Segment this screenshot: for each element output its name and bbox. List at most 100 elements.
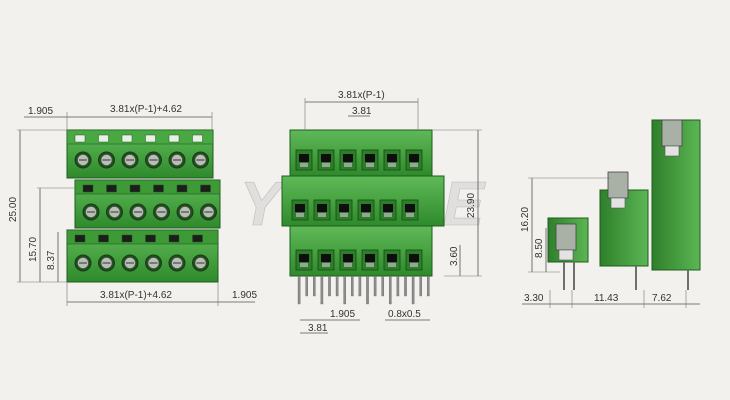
wire-slot [176,184,188,193]
clamp [410,163,418,167]
pin [343,275,346,305]
front-height-mid: 15.70 [28,237,39,262]
pin [373,275,377,297]
front-height-low: 8.37 [46,250,57,270]
wire-entry [409,154,419,162]
front-height-total: 25.00 [8,197,19,222]
clamp [388,163,396,167]
side-height-high: 16.20 [520,207,531,232]
side-dim-left: 3.30 [524,293,544,304]
pin [328,275,331,297]
side-dim-right: 7.62 [652,293,672,304]
clamp [318,213,326,217]
wire-entry [409,254,419,262]
clamp [296,213,304,217]
wire-slot [82,184,94,193]
clamp [340,213,348,217]
mid-top-width: 3.81x(P-1) [338,90,385,101]
pin [351,275,354,297]
pin [335,275,339,297]
pin [396,275,400,297]
wire-entry [321,154,331,162]
wire-entry [383,204,393,212]
wire-slot [200,184,211,193]
clamp [362,213,370,217]
pin [358,275,362,297]
side-height-low: 8.50 [534,238,545,258]
wire-slot [168,134,180,143]
wire-slot [106,184,117,193]
clamp [344,263,352,267]
wire-slot [145,234,156,243]
side-view: 16.20 8.50 3.30 11.43 7.62 [520,119,701,308]
clamp [322,263,330,267]
clamp [384,213,392,217]
clamp [410,263,418,267]
pin [389,275,392,305]
screw-head-icon [661,119,683,147]
wire-slot [98,134,109,143]
clamp [300,163,308,167]
wire-slot [129,184,141,193]
wire-slot [98,234,109,243]
mid-pin-size: 0.8x0.5 [388,309,421,320]
wire-entry [387,154,397,162]
front-view: 1.905 3.81x(P-1)+4.62 25.00 15.70 8.37 3… [8,104,257,306]
pin [305,275,308,297]
front-top-width: 3.81x(P-1)+4.62 [110,104,182,115]
wire-entry [365,254,375,262]
clamp [344,163,352,167]
wire-slot [192,234,203,243]
clamp [366,163,374,167]
screw-head-icon [607,171,629,199]
front-bottom-width: 3.81x(P-1)+4.62 [100,290,172,301]
wire-slot [168,234,180,243]
wire-slot [121,234,133,243]
pin [411,275,415,305]
clamp [388,263,396,267]
pin [404,275,407,297]
pin [419,275,422,297]
wire-slot [74,234,86,243]
wire-slot [192,134,203,143]
clamp [300,263,308,267]
wire-entry [299,154,309,162]
pin [313,275,316,297]
wire-entry [343,154,353,162]
clamp [406,213,414,217]
wire-entry [365,154,375,162]
pin [320,275,324,305]
pin [297,275,301,305]
mid-pitch-bottom: 3.81 [308,323,328,334]
pin [366,275,369,305]
front-bottom-right-offset: 1.905 [232,290,257,301]
wire-slot [153,184,164,193]
clamp [664,145,680,157]
wire-entry [295,204,305,212]
wire-slot [74,134,86,143]
pin [427,275,430,297]
clamp [322,163,330,167]
screw-head-icon [555,223,577,251]
clamp [610,197,626,209]
wire-entry [361,204,371,212]
wire-entry [321,254,331,262]
front-tier-mid [74,179,221,229]
middle-view: 3.81x(P-1) 3.81 23.90 3.60 1.905 0.8x0.5… [281,90,482,334]
wire-slot [121,134,133,143]
clamp [558,249,574,261]
mid-pitch-top: 3.81 [352,106,372,117]
wire-entry [317,204,327,212]
wire-entry [339,204,349,212]
wire-entry [405,204,415,212]
mid-height-right: 23.90 [466,193,477,218]
wire-entry [343,254,353,262]
clamp [366,263,374,267]
mid-height-small: 3.60 [449,246,460,266]
front-top-left-offset: 1.905 [28,106,53,117]
wire-entry [387,254,397,262]
mid-offset-bottom: 1.905 [330,309,355,320]
wire-slot [145,134,156,143]
wire-entry [299,254,309,262]
